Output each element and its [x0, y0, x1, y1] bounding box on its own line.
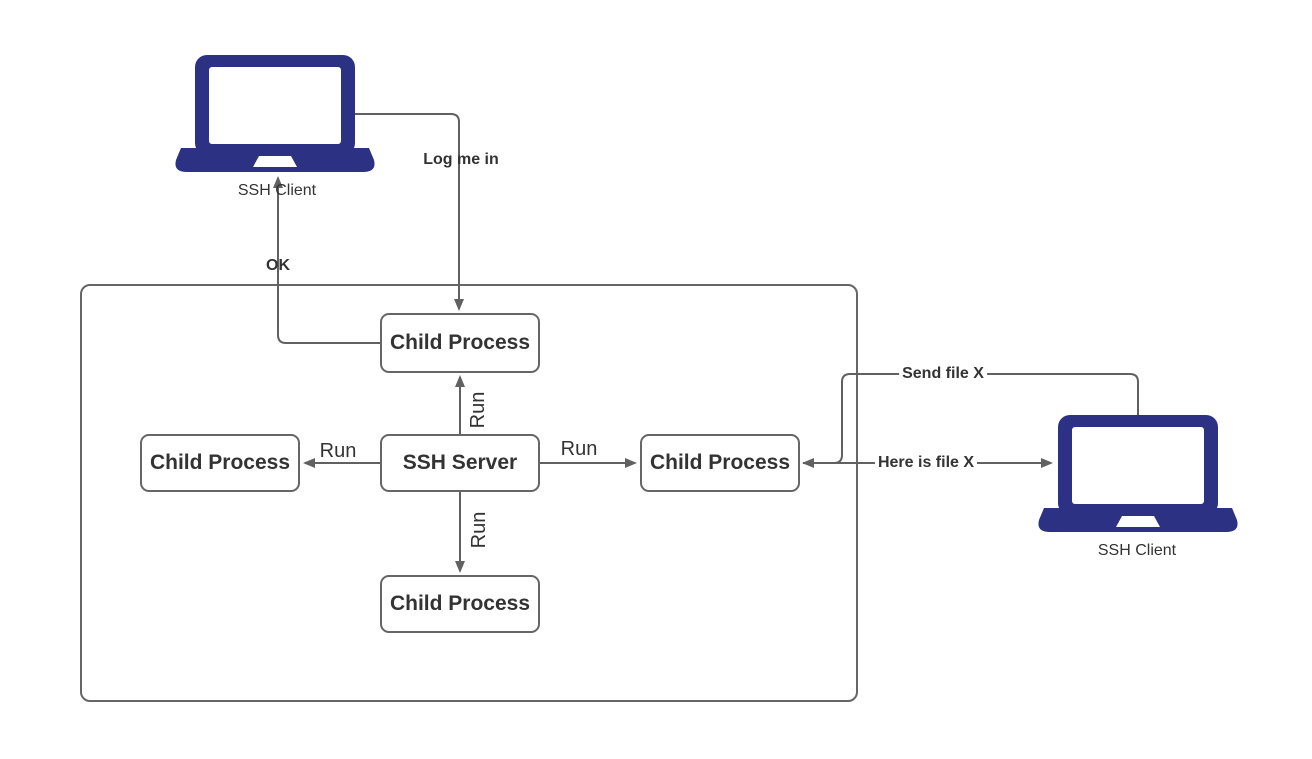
edge-label-run-left: Run	[319, 440, 357, 462]
edge-label-ok: OK	[266, 257, 290, 275]
node-child-process-bottom: Child Process	[380, 575, 540, 633]
node-child-process-right: Child Process	[640, 434, 800, 492]
edge-log-me-in	[353, 113, 464, 311]
node-child-process-top: Child Process	[380, 313, 540, 373]
edge-send-file-x	[802, 373, 1139, 468]
edge-label-run-bottom: Run	[468, 511, 490, 549]
server-host-boundary	[80, 284, 858, 702]
edge-label-run-right: Run	[560, 438, 598, 460]
ssh-client-left-label: SSH Client	[237, 182, 317, 200]
node-child-process-left: Child Process	[140, 434, 300, 492]
edge-label-send-file-x: Send file X	[899, 365, 987, 383]
ssh-client-right-label: SSH Client	[1097, 542, 1177, 560]
laptop-icon	[175, 55, 375, 172]
edge-label-here-is-file-x: Here is file X	[874, 454, 978, 472]
edge-label-run-top: Run	[467, 391, 489, 429]
laptop-icon	[1038, 415, 1238, 532]
edge-label-log-me-in: Log me in	[423, 151, 499, 169]
edge-ok	[273, 176, 380, 344]
node-ssh-server: SSH Server	[380, 434, 540, 492]
